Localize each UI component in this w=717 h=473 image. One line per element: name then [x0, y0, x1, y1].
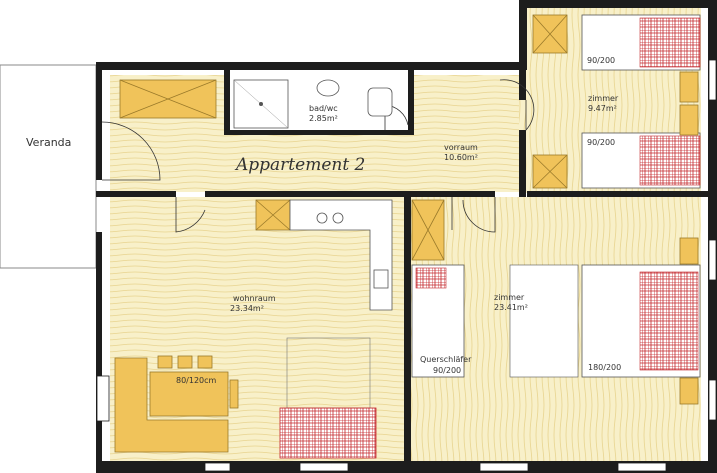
windows [96, 59, 717, 472]
room-name-zimmer2: zimmer [494, 293, 525, 302]
walls [96, 0, 717, 473]
room-area-zimmer1: 9.47m² [588, 104, 617, 113]
bathroom: bad/wc 2.85m² [233, 79, 393, 129]
table-size: 80/120cm [176, 376, 217, 385]
veranda-label: Veranda [26, 136, 71, 149]
sofa-name: Querschläfer [420, 355, 472, 364]
bed-size-double: 180/200 [588, 363, 621, 372]
bed-size-bottom: 90/200 [587, 138, 615, 147]
sofa-size: 90/200 [433, 366, 461, 375]
apartment-title: Appartement 2 [234, 155, 365, 175]
room-area-bad: 2.85m² [309, 114, 338, 123]
room-labels: Appartement 2 vorraum 10.60m² zimmer 9.4… [230, 94, 619, 313]
beds-room-1: 90/200 90/200 [581, 14, 701, 189]
bed-size-top: 90/200 [587, 56, 615, 65]
living-furniture: 80/120cm [114, 337, 377, 459]
kitchen [289, 199, 393, 311]
room-name-vorraum: vorraum [444, 143, 478, 152]
room-name-zimmer1: zimmer [588, 94, 619, 103]
room-name-wohnraum: wohnraum [233, 294, 276, 303]
room-name-bad: bad/wc [309, 104, 338, 113]
room-area-wohnraum: 23.34m² [230, 304, 264, 313]
wardrobes [119, 14, 568, 261]
veranda: Veranda [0, 64, 97, 269]
doors [101, 79, 535, 233]
room-area-zimmer2: 23.41m² [494, 303, 528, 312]
room-area-vorraum: 10.60m² [444, 153, 478, 162]
beds-room-2: 180/200 Querschläfer 90/200 [411, 237, 701, 405]
